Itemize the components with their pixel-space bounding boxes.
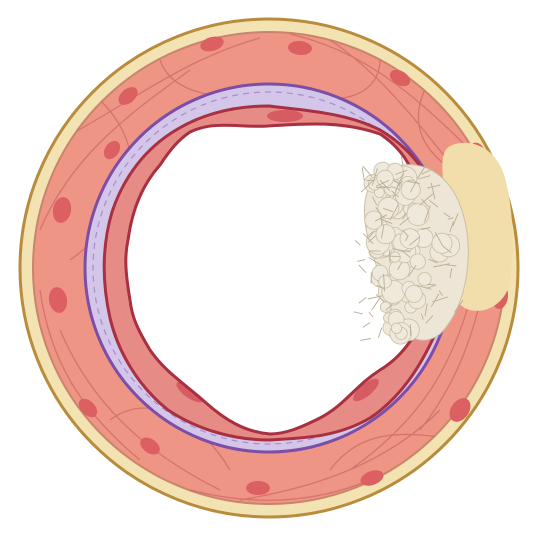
- plaque-lobe: [432, 233, 452, 253]
- plaque-lobe: [418, 272, 431, 285]
- plaque-lobe: [405, 285, 422, 302]
- plaque-lobe: [400, 229, 420, 249]
- plaque-lobe: [391, 323, 401, 333]
- plaque-lobe: [410, 254, 425, 269]
- plaque-lobe: [407, 204, 429, 226]
- plaque-lobe: [390, 252, 400, 262]
- plaque-fiber: [383, 256, 401, 257]
- plaque-lobe: [379, 275, 392, 288]
- plaque-lobe: [376, 225, 395, 244]
